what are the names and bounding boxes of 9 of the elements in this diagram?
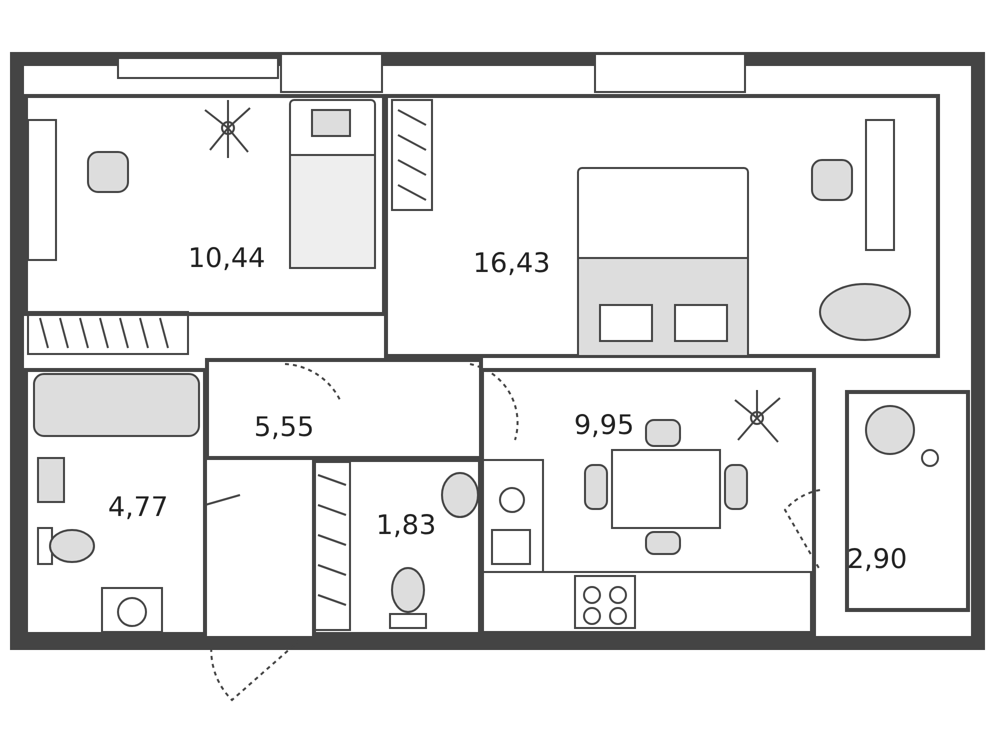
area-label: 4,77	[108, 492, 168, 523]
area-label: 1,83	[376, 510, 436, 541]
room	[845, 390, 970, 612]
room	[205, 358, 483, 460]
area-label: 10,44	[188, 243, 266, 274]
area-label: 16,43	[473, 248, 550, 279]
area-label: 5,55	[254, 412, 314, 443]
area-label: 9,95	[574, 410, 634, 441]
area-label: 2,90	[847, 544, 908, 575]
